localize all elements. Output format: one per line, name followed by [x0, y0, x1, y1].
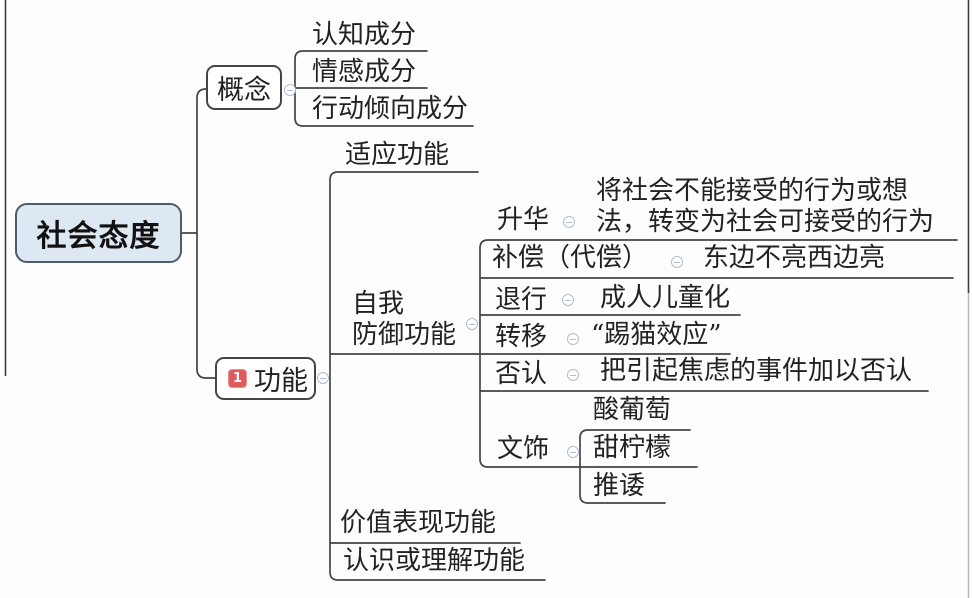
- node-displacement[interactable]: 转移: [495, 322, 548, 352]
- node-concept[interactable]: 概念: [206, 65, 282, 110]
- node-compensation-desc[interactable]: 东边不亮西边亮: [703, 243, 886, 273]
- root-branch-line: [181, 88, 216, 379]
- node-value-expression-function[interactable]: 价值表现功能: [340, 508, 497, 538]
- numbering-1-badge-icon[interactable]: 1: [228, 369, 247, 388]
- collapse-toggle-sublimation-icon[interactable]: [563, 216, 575, 228]
- node-adaptive-function[interactable]: 适应功能: [345, 140, 450, 170]
- collapse-toggle-displacement-icon[interactable]: [567, 333, 579, 345]
- sublimation-desc-line2: 法，转变为社会可接受的行为: [596, 207, 935, 237]
- node-shirking[interactable]: 推诿: [593, 471, 646, 501]
- node-concept-label: 概念: [217, 75, 271, 106]
- node-sour-grapes[interactable]: 酸葡萄: [593, 395, 672, 425]
- node-root[interactable]: 社会态度: [15, 203, 182, 263]
- node-cognition-function[interactable]: 认识或理解功能: [343, 546, 526, 576]
- collapse-toggle-denial-icon[interactable]: [567, 369, 579, 381]
- node-sweet-lemon[interactable]: 甜柠檬: [593, 433, 672, 463]
- rationalization-branch-lines: [579, 429, 691, 504]
- node-sublimation-desc[interactable]: 将社会不能接受的行为或想 法，转变为社会可接受的行为: [596, 176, 934, 238]
- node-cognitive-component[interactable]: 认知成分: [312, 20, 417, 50]
- collapse-toggle-rationalization-icon[interactable]: [567, 446, 579, 458]
- collapse-toggle-compensation-icon[interactable]: [671, 256, 683, 268]
- self-defense-line1: 自我: [352, 289, 405, 319]
- collapse-toggle-concept-icon[interactable]: [284, 84, 296, 96]
- self-defense-line2: 防御功能: [352, 320, 457, 350]
- node-root-label: 社会态度: [36, 219, 161, 254]
- node-displacement-desc[interactable]: “踢猫效应”: [591, 320, 722, 350]
- node-affective-component[interactable]: 情感成分: [312, 57, 417, 87]
- defense-branch-lines: [479, 239, 958, 468]
- node-rationalization[interactable]: 文饰: [497, 434, 550, 464]
- node-denial[interactable]: 否认: [495, 359, 548, 389]
- node-sublimation[interactable]: 升华: [497, 205, 550, 235]
- collapse-toggle-function-icon[interactable]: [317, 372, 329, 384]
- collapse-toggle-regression-icon[interactable]: [562, 294, 574, 306]
- node-behavioral-component[interactable]: 行动倾向成分: [312, 94, 469, 124]
- node-compensation[interactable]: 补偿（代偿）: [492, 243, 649, 273]
- node-function[interactable]: 1 功能: [215, 357, 316, 400]
- function-branch-lines: [329, 171, 731, 581]
- node-regression[interactable]: 退行: [495, 285, 548, 315]
- node-regression-desc[interactable]: 成人儿童化: [600, 283, 731, 313]
- sublimation-desc-line1: 将社会不能接受的行为或想: [596, 176, 909, 206]
- node-function-label: 功能: [254, 366, 308, 397]
- node-self-defense-function[interactable]: 自我 防御功能: [352, 289, 456, 351]
- node-denial-desc[interactable]: 把引起焦虑的事件加以否认: [600, 356, 913, 386]
- collapse-toggle-self-defense-icon[interactable]: [466, 318, 478, 330]
